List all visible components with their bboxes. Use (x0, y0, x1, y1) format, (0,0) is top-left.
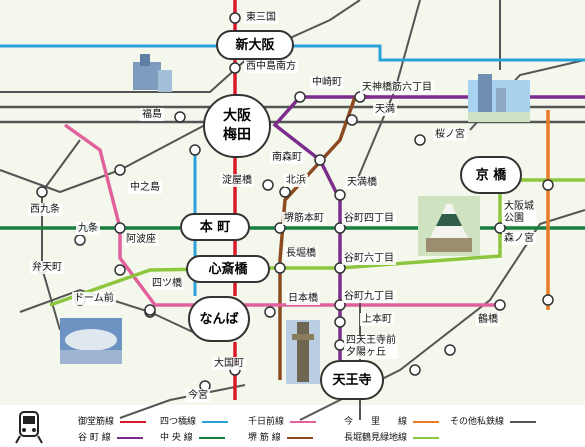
station-bentencho[interactable]: 弁天町 (30, 261, 64, 274)
station-higashimikuni[interactable]: 東三国 (244, 11, 278, 24)
station-node[interactable] (542, 294, 554, 306)
legend-item-chuo: 中 央 線 (160, 433, 225, 444)
station-yodoyabashi[interactable]: 淀屋橋 (220, 174, 254, 187)
station-fukushima[interactable]: 福島 (140, 108, 164, 121)
umeda-buildings-image (133, 54, 172, 92)
station-minamimorimachi[interactable]: 南森町 (270, 151, 304, 164)
station-node[interactable] (36, 186, 48, 198)
station-kujo[interactable]: 九条 (76, 222, 100, 235)
station-node[interactable] (334, 316, 346, 328)
station-node[interactable] (174, 111, 186, 123)
station-sakaisujihonmachi[interactable]: 堺筋本町 (282, 212, 326, 225)
legend-item-midosuji: 御堂筋線 (78, 417, 147, 428)
station-node[interactable] (414, 134, 426, 146)
station-daikokucho[interactable]: 大国町 (212, 357, 246, 370)
legend-swatch (290, 420, 317, 423)
station-node[interactable] (334, 222, 346, 234)
station-node[interactable] (189, 144, 201, 156)
dome-image (60, 318, 122, 364)
station-nipponbashi[interactable]: 日本橋 (286, 292, 320, 305)
private-line-segment (0, 124, 206, 194)
legend-swatch (510, 420, 537, 423)
station-node[interactable] (346, 114, 358, 126)
station-nakazakicho[interactable]: 中崎町 (310, 76, 344, 89)
station-tenma[interactable]: 天満 (373, 103, 397, 116)
private-line-segment (119, 384, 246, 419)
station-tenjinbashi[interactable]: 天神橋筋六丁目 (360, 81, 434, 94)
station-domemae[interactable]: ドーム前 (72, 292, 116, 305)
legend-item-yotsubashi: 四つ橋線 (160, 417, 229, 428)
station-node[interactable] (494, 299, 506, 311)
riverside-image (468, 74, 530, 122)
legend-item-private: その他私鉄線 (450, 417, 537, 428)
station-node[interactable] (144, 304, 156, 316)
station-node[interactable] (444, 344, 456, 356)
legend-swatch (198, 436, 225, 439)
legend-item-imazatosuji: 今 里 線 (344, 417, 440, 428)
station-node[interactable] (279, 186, 291, 198)
station-node[interactable] (542, 179, 554, 191)
station-node[interactable] (334, 189, 346, 201)
station-awaza[interactable]: 阿波座 (124, 233, 158, 246)
station-node[interactable] (74, 234, 86, 246)
station-node[interactable] (229, 62, 241, 74)
hub-tennoji[interactable]: 天王寺 (320, 360, 384, 400)
station-tanimachi6[interactable]: 谷町六丁目 (342, 252, 396, 265)
station-node[interactable] (114, 264, 126, 276)
station-nishikujo[interactable]: 西九条 (28, 203, 62, 216)
station-tanimachi4[interactable]: 谷町四丁目 (342, 212, 396, 225)
legend-item-sennichimae: 千日前線 (248, 417, 317, 428)
station-node[interactable] (294, 91, 306, 103)
station-shitennojimae[interactable]: 四天王寺前 夕陽ヶ丘 (344, 335, 398, 359)
station-node[interactable] (262, 179, 274, 191)
station-osakajokoen[interactable]: 大阪城 公園 (502, 201, 536, 225)
station-tsuruhashi[interactable]: 鶴橋 (476, 313, 500, 326)
station-temmabashi[interactable]: 天満橋 (345, 176, 379, 189)
legend-item-tanimachi: 谷 町 線 (78, 433, 143, 444)
station-node[interactable] (334, 262, 346, 274)
station-nakanoshima[interactable]: 中之島 (128, 181, 162, 194)
hub-namba[interactable]: なんば (188, 296, 250, 342)
legend-item-nagahori: 長堀鶴見緑地線 (344, 433, 440, 444)
legend-swatch (116, 436, 143, 439)
station-node[interactable] (229, 12, 241, 24)
legend-item-sakaisuji: 堺 筋 線 (248, 433, 313, 444)
station-node[interactable] (114, 164, 126, 176)
station-node[interactable] (409, 364, 421, 376)
station-uehonmachi[interactable]: 上本町 (360, 313, 394, 326)
tsutenkaku-tower-image (286, 320, 320, 384)
station-yotsubashi[interactable]: 四ツ橋 (150, 277, 184, 290)
station-kitahama[interactable]: 北浜 (284, 174, 308, 187)
hub-kyobashi[interactable]: 京 橋 (460, 156, 522, 194)
station-node[interactable] (274, 222, 286, 234)
station-node[interactable] (314, 154, 326, 166)
hub-shinsaibashi[interactable]: 心斎橋 (186, 255, 270, 283)
legend-swatch (120, 420, 147, 423)
legend-swatch (202, 420, 229, 423)
legend-swatch (286, 436, 313, 439)
station-node[interactable] (114, 222, 126, 234)
yotsubashi-line-segment (0, 44, 585, 62)
legend-swatch (413, 420, 440, 423)
station-nagahoribashi[interactable]: 長堀橋 (284, 247, 318, 260)
station-tanimachi9[interactable]: 谷町九丁目 (342, 290, 396, 303)
station-nishinakajima[interactable]: 西中島南方 (244, 60, 298, 73)
legend-swatch (413, 436, 440, 439)
hub-shinosaka[interactable]: 新大阪 (216, 30, 294, 60)
station-imamiya[interactable]: 今宮 (186, 389, 210, 402)
train-icon (15, 411, 43, 444)
station-sakuranomiya[interactable]: 桜ノ宮 (433, 128, 467, 141)
station-node[interactable] (494, 222, 506, 234)
station-node[interactable] (274, 262, 286, 274)
hub-umeda[interactable]: 大阪 梅田 (203, 94, 271, 158)
private-line-segment (41, 139, 81, 331)
osaka-castle-image (418, 196, 480, 256)
hub-honmachi[interactable]: 本 町 (180, 213, 250, 241)
sakaisuji-line-segment (278, 96, 357, 380)
station-morinomiya[interactable]: 森ノ宮 (502, 232, 536, 245)
station-node[interactable] (264, 306, 276, 318)
legend: 御堂筋線 谷 町 線 四つ橋線 中 央 線 千日前線 堺 筋 線 今 里 線 長… (0, 407, 585, 447)
